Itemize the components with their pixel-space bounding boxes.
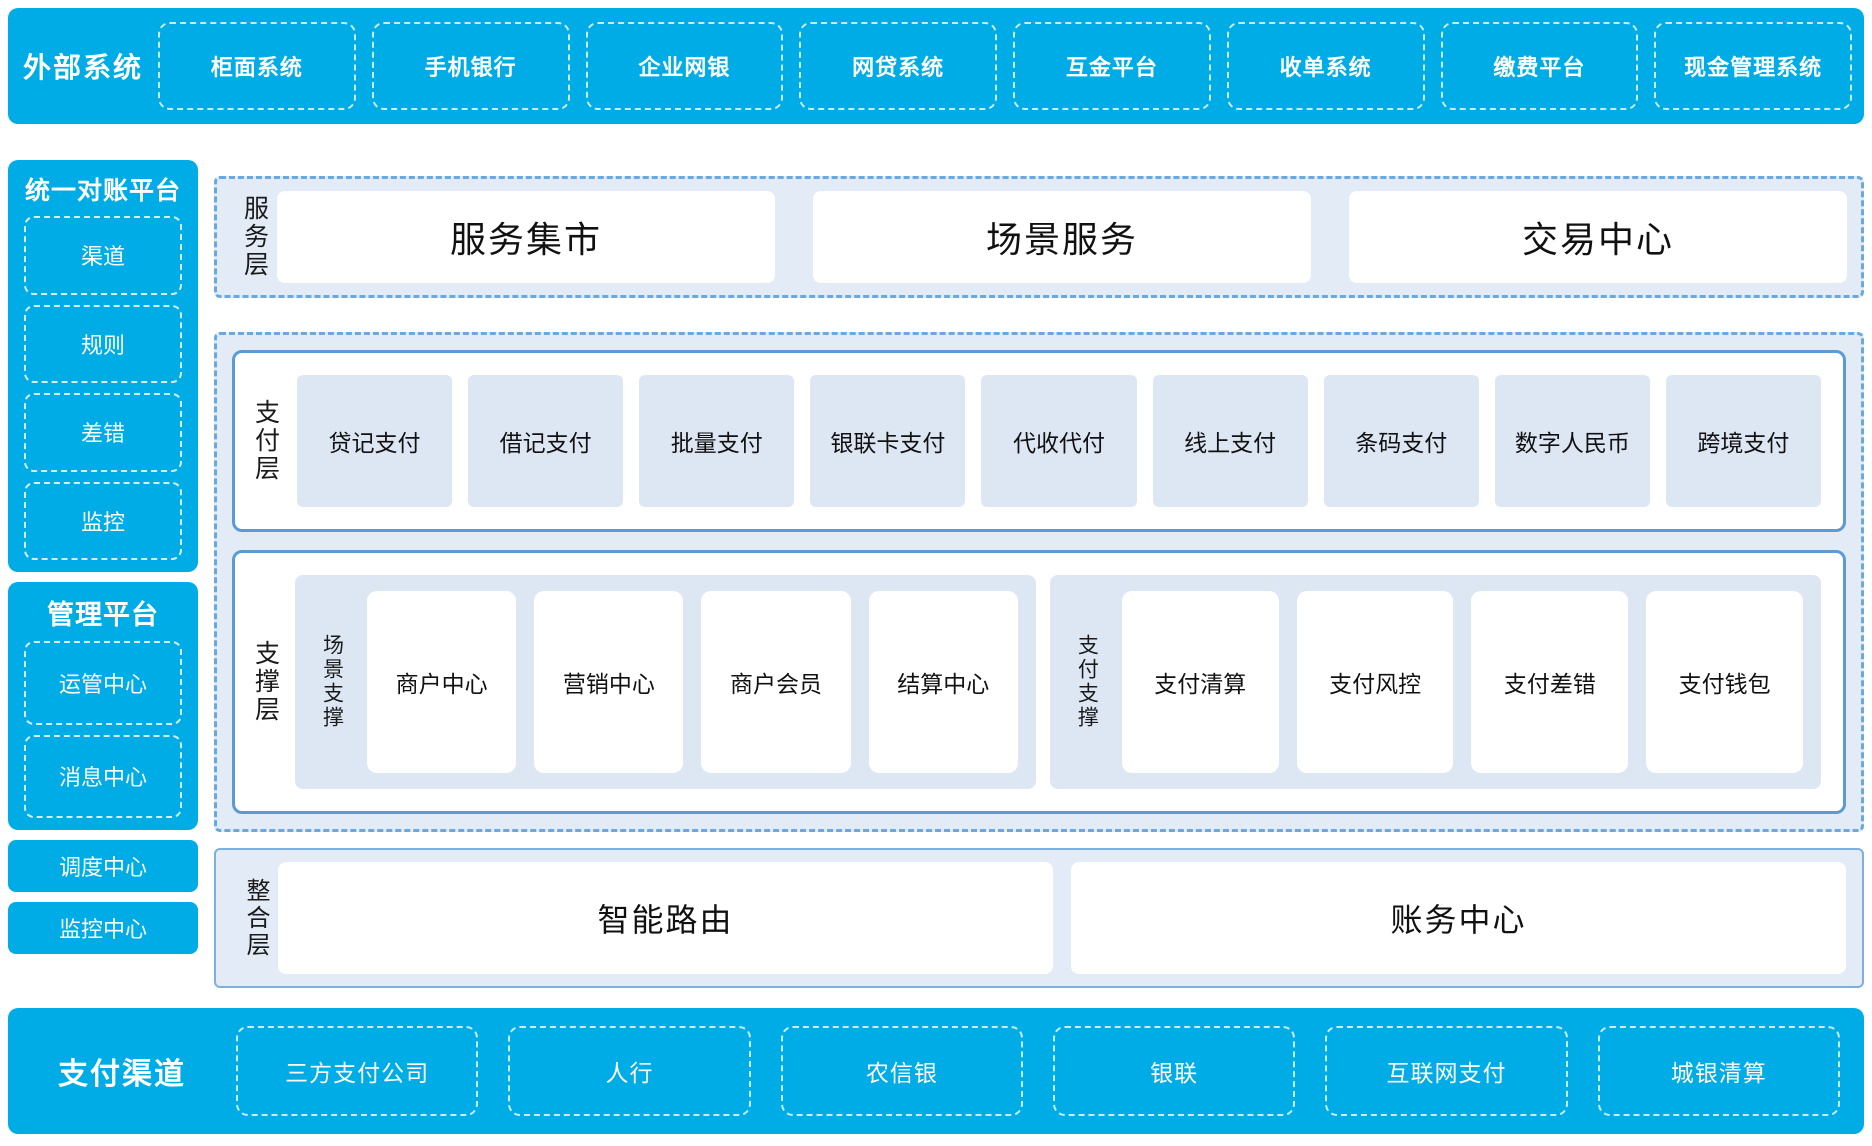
payment-channels-title: 支付渠道	[58, 1058, 186, 1091]
external-system-item[interactable]: 柜面系统	[158, 22, 356, 110]
reconciliation-items: 渠道 规则 差错 监控	[8, 216, 198, 572]
external-system-item[interactable]: 企业网银	[585, 22, 784, 110]
external-system-item[interactable]: 收单系统	[1226, 22, 1425, 110]
scenario-support-label: 场景支撑	[320, 634, 344, 730]
support-card-merchant-center[interactable]: 商户中心	[367, 591, 517, 773]
payment-support-cards: 支付清算 支付风控 支付差错 支付钱包	[1121, 591, 1804, 773]
management-platform-title: 管理平台	[47, 600, 159, 630]
payment-tile-barcode[interactable]: 条码支付	[1323, 375, 1479, 507]
external-systems-title: 外部系统	[22, 52, 143, 83]
external-system-item[interactable]: 现金管理系统	[1654, 22, 1852, 110]
payment-channels-items: 三方支付公司 人行 农信银 银联 互联网支付 城银清算	[236, 1008, 1864, 1134]
payment-layer-tiles: 贷记支付 借记支付 批量支付 银联卡支付 代收代付 线上支付 条码支付 数字人民…	[291, 353, 1843, 529]
external-systems-bar: 外部系统 柜面系统 手机银行 企业网银 网贷系统 互金平台 收单系统 缴费平台 …	[8, 8, 1864, 124]
management-platform: 管理平台 运管中心 消息中心	[8, 582, 198, 830]
payment-channels-bar: 支付渠道 三方支付公司 人行 农信银 银联 互联网支付 城银清算	[8, 1008, 1864, 1134]
support-card-payment-clearing[interactable]: 支付清算	[1121, 591, 1279, 773]
service-layer-label: 服务层	[240, 195, 269, 279]
support-layer-label: 支撑层	[251, 640, 280, 724]
payment-tile-collection-payment[interactable]: 代收代付	[981, 375, 1137, 507]
external-system-item[interactable]: 手机银行	[371, 22, 570, 110]
management-platform-items: 运管中心 消息中心	[8, 641, 198, 830]
payment-tile-credit[interactable]: 贷记支付	[297, 375, 453, 507]
channel-item-unionpay[interactable]: 银联	[1052, 1026, 1296, 1116]
support-card-payment-wallet[interactable]: 支付钱包	[1646, 591, 1804, 773]
integration-card-accounting-center[interactable]: 账务中心	[1071, 862, 1846, 974]
integration-card-smart-routing[interactable]: 智能路由	[278, 862, 1053, 974]
support-card-merchant-member[interactable]: 商户会员	[701, 591, 851, 773]
service-layer-row: 服务层 服务集市 场景服务 交易中心	[217, 179, 1861, 295]
service-layer-container: 服务层 服务集市 场景服务 交易中心	[214, 176, 1864, 298]
management-item-message-center[interactable]: 消息中心	[24, 734, 182, 818]
channel-item-cucs[interactable]: 城银清算	[1597, 1026, 1840, 1116]
payment-tile-digital-rmb[interactable]: 数字人民币	[1494, 375, 1650, 507]
scheduling-center[interactable]: 调度中心	[8, 840, 198, 892]
service-card-marketplace[interactable]: 服务集市	[277, 191, 775, 283]
channel-item-internet-payment[interactable]: 互联网支付	[1325, 1026, 1568, 1116]
support-layer-groups: 场景支撑 商户中心 营销中心 商户会员 结算中心 支付支撑 支付清算 支付风控 …	[291, 553, 1843, 811]
monitoring-center[interactable]: 监控中心	[8, 902, 198, 954]
service-layer-cards: 服务集市 场景服务 交易中心	[277, 191, 1847, 283]
reconciliation-item-rule[interactable]: 规则	[24, 304, 182, 383]
service-card-scenario[interactable]: 场景服务	[813, 191, 1311, 283]
payment-layer-panel: 支付层 贷记支付 借记支付 批量支付 银联卡支付 代收代付 线上支付 条码支付 …	[232, 350, 1846, 532]
support-card-payment-risk[interactable]: 支付风控	[1296, 591, 1454, 773]
scenario-support-group: 场景支撑 商户中心 营销中心 商户会员 结算中心	[295, 575, 1036, 789]
payment-tile-cross-border[interactable]: 跨境支付	[1665, 375, 1821, 507]
payment-support-group: 支付支撑 支付清算 支付风控 支付差错 支付钱包	[1049, 575, 1821, 789]
management-item-operations-center[interactable]: 运管中心	[24, 641, 182, 725]
integration-layer-cards: 智能路由 账务中心	[278, 862, 1846, 974]
external-systems-items: 柜面系统 手机银行 企业网银 网贷系统 互金平台 收单系统 缴费平台 现金管理系…	[158, 8, 1864, 124]
reconciliation-item-error[interactable]: 差错	[24, 393, 182, 472]
reconciliation-item-monitor[interactable]: 监控	[24, 481, 182, 560]
channel-item-pboc[interactable]: 人行	[508, 1026, 751, 1116]
support-card-marketing-center[interactable]: 营销中心	[534, 591, 684, 773]
payment-tile-online[interactable]: 线上支付	[1152, 375, 1308, 507]
external-system-item[interactable]: 互金平台	[1013, 22, 1211, 110]
channel-item-rcc[interactable]: 农信银	[780, 1026, 1023, 1116]
payment-tile-debit[interactable]: 借记支付	[468, 375, 624, 507]
external-system-item[interactable]: 网贷系统	[799, 22, 997, 110]
service-card-transaction[interactable]: 交易中心	[1349, 191, 1847, 283]
support-layer-panel: 支撑层 场景支撑 商户中心 营销中心 商户会员 结算中心 支付支撑 支付清算 支…	[232, 550, 1846, 814]
scenario-support-cards: 商户中心 营销中心 商户会员 结算中心	[367, 591, 1018, 773]
payment-support-label: 支付支撑	[1075, 634, 1099, 730]
payment-tile-unionpay-card[interactable]: 银联卡支付	[810, 375, 966, 507]
support-card-payment-error[interactable]: 支付差错	[1471, 591, 1629, 773]
support-card-settlement-center[interactable]: 结算中心	[868, 591, 1018, 773]
reconciliation-item-channel[interactable]: 渠道	[24, 216, 182, 295]
reconciliation-title: 统一对账平台	[24, 177, 181, 205]
external-system-item[interactable]: 缴费平台	[1440, 22, 1639, 110]
payment-layer-label: 支付层	[251, 399, 280, 483]
channel-item-third-party[interactable]: 三方支付公司	[236, 1026, 479, 1116]
integration-layer-container: 整合层 智能路由 账务中心	[214, 848, 1864, 988]
payment-tile-batch[interactable]: 批量支付	[639, 375, 795, 507]
integration-layer-label: 整合层	[242, 877, 269, 959]
unified-reconciliation-platform: 统一对账平台 渠道 规则 差错 监控	[8, 160, 198, 572]
